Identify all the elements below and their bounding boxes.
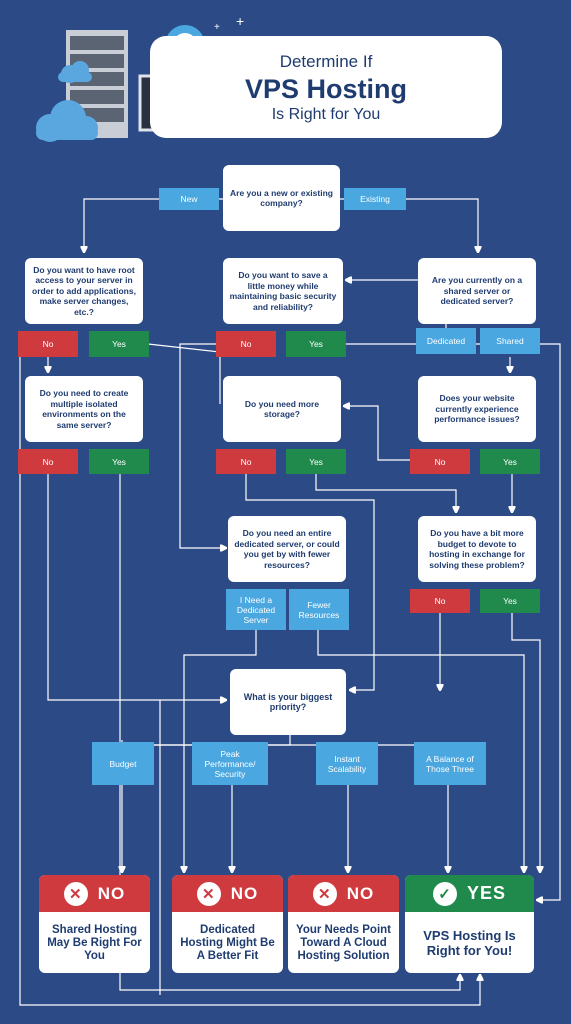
result-text: Your Needs Point Toward A Cloud Hosting …	[296, 923, 391, 962]
title-card: Determine If VPS Hosting Is Right for Yo…	[150, 36, 502, 138]
label-save-no: No	[216, 331, 276, 357]
question-entire-server: Do you need an entire dedicated server, …	[228, 516, 346, 582]
result-head: ✓ YES	[405, 875, 534, 912]
label-new: New	[159, 188, 219, 210]
result-verdict: NO	[97, 883, 126, 903]
cloud-icon	[36, 61, 98, 142]
question-server-type: Are you currently on a shared server or …	[418, 258, 536, 324]
label-shared: Shared	[480, 328, 540, 354]
svg-text:+: +	[214, 22, 220, 33]
x-icon: ✕	[63, 881, 88, 906]
question-company: Are you a new or existing company?	[223, 165, 340, 231]
label-fewer-resources: Fewer Resources	[289, 589, 349, 630]
question-save-money: Do you want to save a little money while…	[223, 258, 343, 324]
label-priority-peak: Peak Performance/ Security	[192, 742, 268, 785]
result-head: ✕ NO	[39, 875, 150, 912]
label-perf-no: No	[410, 449, 470, 474]
question-isolated: Do you need to create multiple isolated …	[25, 376, 143, 442]
question-priority: What is your biggest priority?	[230, 669, 346, 735]
result-head: ✕ NO	[288, 875, 399, 912]
result-text: VPS Hosting Is Right for You!	[423, 928, 516, 958]
result-verdict: YES	[466, 883, 507, 903]
label-root-no: No	[18, 331, 78, 357]
result-text: Shared Hosting May Be Right For You	[47, 923, 142, 962]
title-line-3: Is Right for You	[271, 106, 381, 123]
label-isolated-no: No	[18, 449, 78, 474]
result-text: Dedicated Hosting Might Be A Better Fit	[180, 923, 275, 962]
label-storage-no: No	[216, 449, 276, 474]
label-need-dedicated: I Need a Dedicated Server	[226, 589, 286, 630]
question-performance: Does your website currently experience p…	[418, 376, 536, 442]
label-budget-yes: Yes	[480, 589, 540, 613]
label-root-yes: Yes	[89, 331, 149, 357]
label-budget-no: No	[410, 589, 470, 613]
question-storage: Do you need more storage?	[223, 376, 341, 442]
label-storage-yes: Yes	[286, 449, 346, 474]
title-line-1: Determine If	[279, 52, 373, 71]
label-priority-instant: Instant Scalability	[316, 742, 378, 785]
label-priority-balance: A Balance of Those Three	[414, 742, 486, 785]
x-icon: ✕	[196, 881, 221, 906]
result-head: ✕ NO	[172, 875, 283, 912]
x-icon: ✕	[312, 881, 337, 906]
result-verdict: NO	[230, 883, 259, 903]
title-line-2: VPS Hosting	[244, 74, 407, 104]
question-root-access: Do you want to have root access to your …	[25, 258, 143, 324]
question-budget: Do you have a bit more budget to devote …	[418, 516, 536, 582]
result-shared-hosting: ✕ NO Shared Hosting May Be Right For You	[39, 875, 150, 973]
label-priority-budget: Budget	[92, 742, 154, 785]
result-verdict: NO	[346, 883, 375, 903]
label-save-yes: Yes	[286, 331, 346, 357]
result-cloud-hosting: ✕ NO Your Needs Point Toward A Cloud Hos…	[288, 875, 399, 973]
label-perf-yes: Yes	[480, 449, 540, 474]
label-isolated-yes: Yes	[89, 449, 149, 474]
result-vps-hosting: ✓ YES VPS Hosting Is Right for You!	[405, 875, 534, 973]
svg-text:+: +	[236, 13, 244, 29]
label-dedicated: Dedicated	[416, 328, 476, 354]
check-icon: ✓	[432, 881, 457, 906]
result-dedicated-hosting: ✕ NO Dedicated Hosting Might Be A Better…	[172, 875, 283, 973]
label-existing: Existing	[344, 188, 406, 210]
